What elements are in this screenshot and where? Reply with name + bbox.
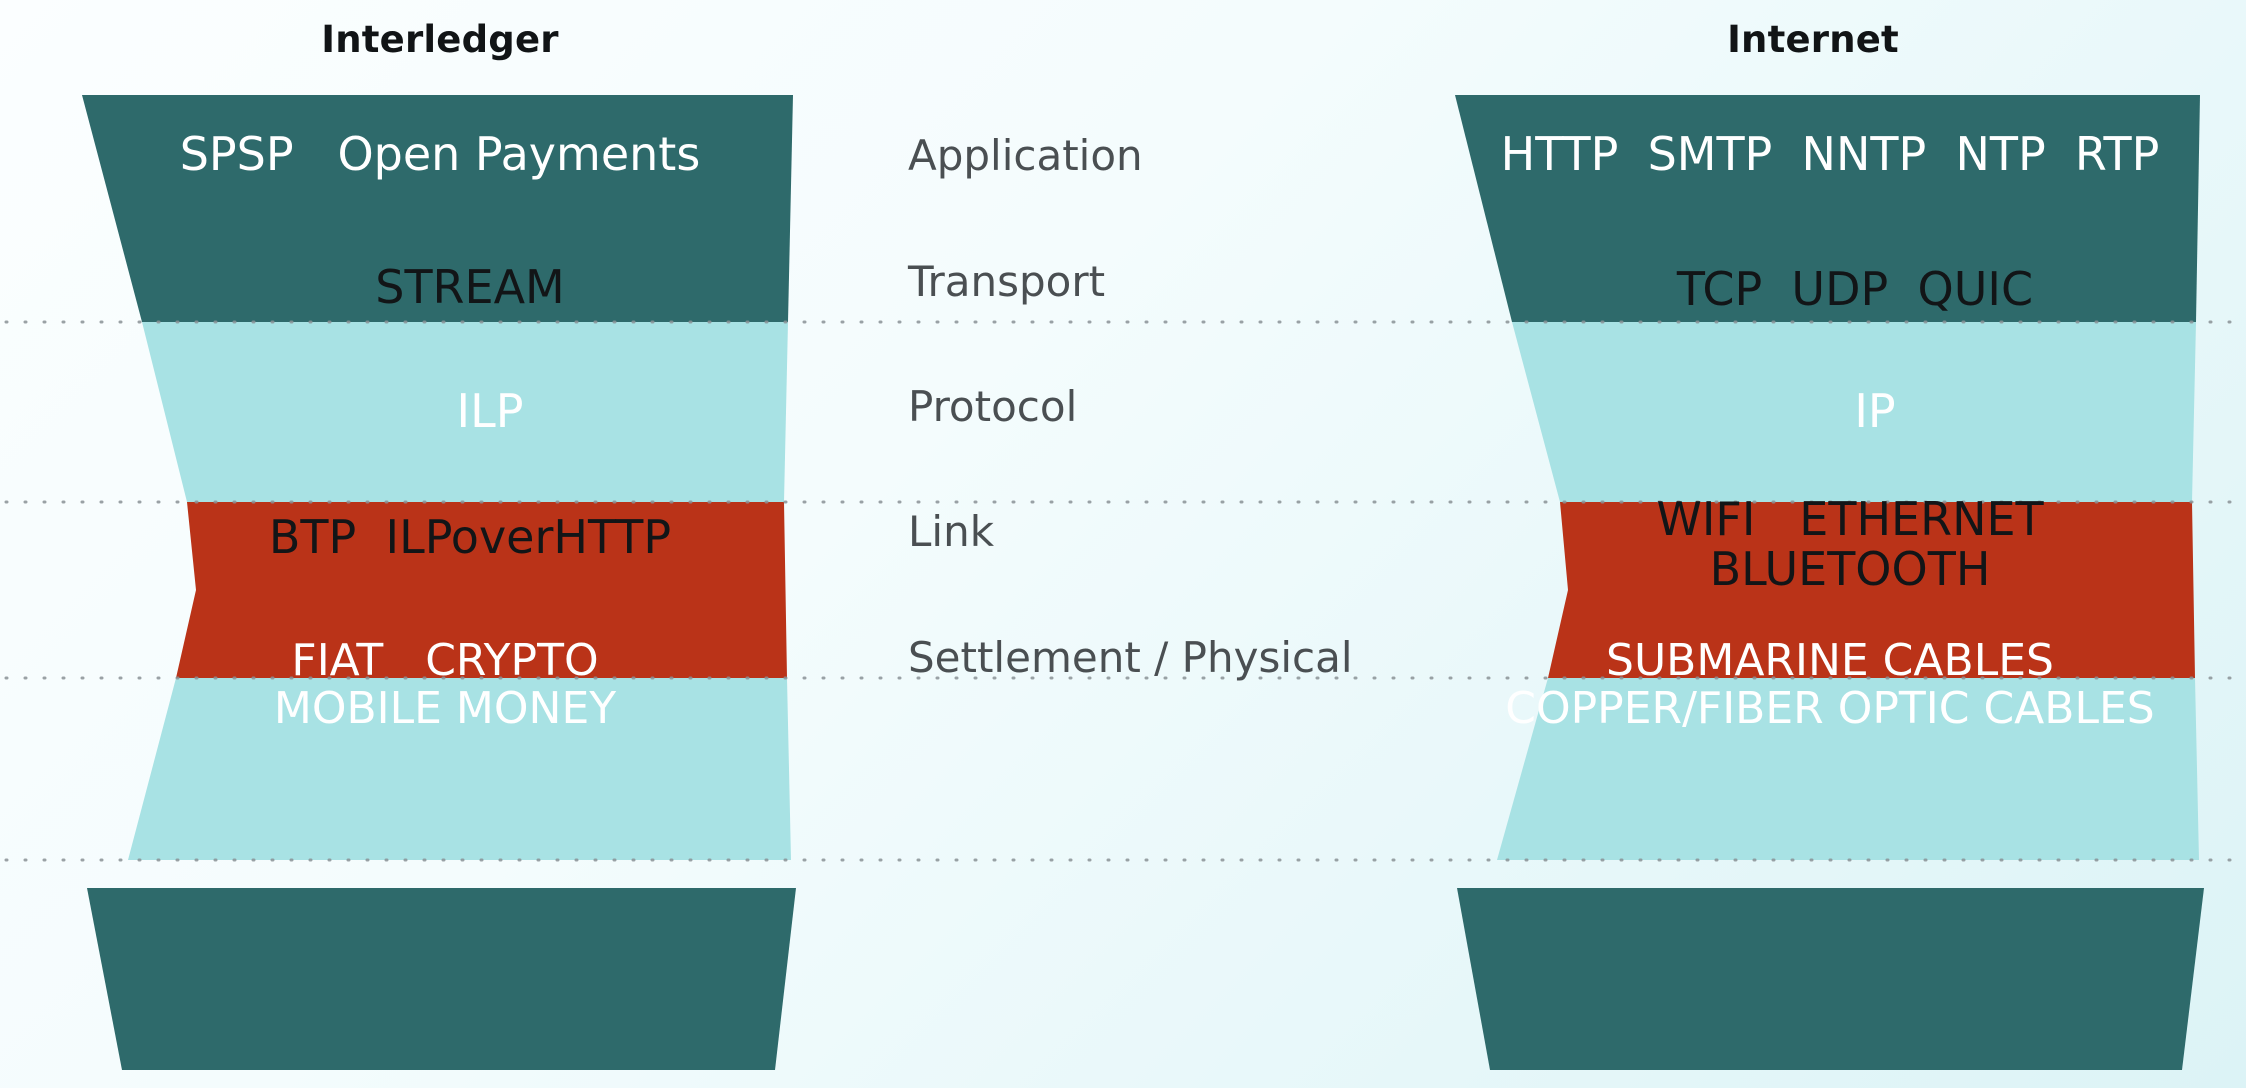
layer-label-protocol: Protocol — [908, 382, 1078, 431]
right-shape-link — [1497, 678, 2199, 860]
layer-label-application: Application — [908, 131, 1143, 180]
right-shape-transport — [1512, 322, 2196, 502]
left-shape-settlement — [87, 888, 796, 1070]
column-title-internet: Internet — [1727, 18, 1899, 61]
layer-label-transport: Transport — [908, 257, 1106, 306]
right-shape-settlement — [1457, 888, 2204, 1070]
layer-label-settlement-physical: Settlement / Physical — [908, 633, 1353, 682]
left-shape-application — [82, 95, 793, 322]
left-shape-protocol — [176, 502, 787, 678]
column-title-interledger: Interledger — [321, 18, 559, 61]
right-shape-application — [1455, 95, 2200, 322]
layer-label-link: Link — [908, 507, 995, 556]
right-shape-protocol — [1548, 502, 2195, 678]
left-shape-link — [128, 678, 791, 860]
left-shape-transport — [142, 322, 788, 502]
